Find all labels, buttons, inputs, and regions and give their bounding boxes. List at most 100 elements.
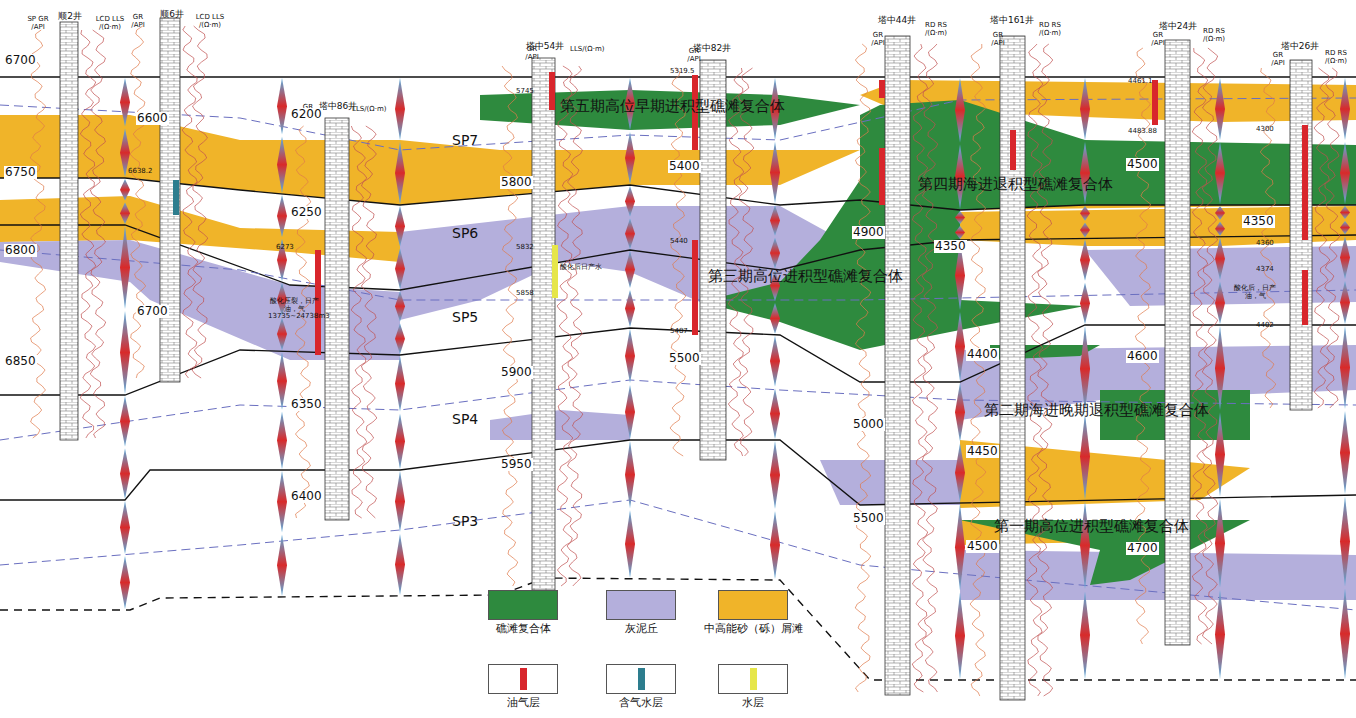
cycle-spindle <box>1340 142 1350 204</box>
cycle-spindle <box>770 205 780 236</box>
cycle-spindle <box>1080 501 1090 589</box>
cycle-spindle <box>395 142 405 204</box>
well-column <box>60 22 78 440</box>
well-column <box>1290 60 1312 410</box>
well-column <box>160 18 180 382</box>
test-depth: 4461.1 <box>1128 78 1153 86</box>
sequence-boundary <box>0 225 1356 290</box>
test-result: 酸化压裂，日产油，气13735~24738m3 <box>268 298 320 321</box>
well-name: 顺2井 <box>58 12 82 22</box>
cycle-spindle <box>395 534 405 595</box>
test-depth: 4402 <box>1256 322 1274 330</box>
cycle-spindle <box>277 534 287 595</box>
depth-number: 6400 <box>290 490 323 503</box>
facies-body <box>490 410 630 440</box>
depth-number: 4350 <box>1242 215 1275 228</box>
depth-number: 6600 <box>136 112 169 125</box>
dashed-boundary <box>0 500 1356 610</box>
log-curve <box>90 30 106 438</box>
depth-number: 4600 <box>1126 350 1159 363</box>
cycle-spindle <box>1080 142 1090 204</box>
log-header: RD RS /(Ω·m) <box>918 22 954 37</box>
depth-number: 4350 <box>934 240 967 253</box>
log-header: GR /API <box>682 48 706 63</box>
cycle-spindle <box>625 132 635 184</box>
cycle-spindle <box>277 78 287 134</box>
cycle-spindle <box>1340 78 1350 140</box>
well-name: 塔中26井 <box>1281 42 1319 52</box>
well-name: 塔中24井 <box>1159 22 1197 32</box>
legend-swatch <box>488 590 558 620</box>
sequence-label: SP3 <box>452 514 478 529</box>
depth-number: 6700 <box>4 54 37 67</box>
log-header: LLS/(Ω·m) <box>352 106 386 114</box>
test-depth: 6273 <box>276 244 294 252</box>
depth-number: 5400 <box>668 160 701 173</box>
test-interval <box>549 72 555 110</box>
sequence-boundary <box>0 178 1356 210</box>
test-depth: 4374 <box>1256 266 1274 274</box>
sequence-label: SP7 <box>452 133 478 148</box>
log-header: GR /API <box>520 46 544 61</box>
cycle-spindle <box>1340 206 1350 219</box>
cycle-spindle <box>1215 238 1225 280</box>
cycle-spindle <box>1340 236 1350 279</box>
legend-sample <box>606 664 676 694</box>
cycle-spindle <box>770 336 780 387</box>
cycle-spindle <box>395 206 405 247</box>
well-name: 塔中86井 <box>319 102 357 112</box>
well-name: 顺6井 <box>160 10 184 20</box>
log-header: GR /API <box>986 32 1010 47</box>
well-name: 塔中161井 <box>990 16 1034 26</box>
log-header: RD RS /(Ω·m) <box>1318 50 1354 65</box>
test-depth: 5745 <box>516 88 534 96</box>
depth-number: 4500 <box>966 540 999 553</box>
cycle-spindle <box>1340 496 1350 586</box>
log-curve <box>192 26 208 378</box>
log-curve <box>970 44 986 696</box>
log-header: GR /API <box>1146 32 1170 47</box>
cycle-spindle <box>395 356 405 412</box>
cycle-spindle <box>955 592 965 679</box>
cycle-spindle <box>120 203 130 225</box>
test-interval <box>879 148 885 205</box>
cycle-spindle <box>955 443 965 501</box>
log-curve <box>1260 68 1276 408</box>
cycle-spindle <box>120 396 130 447</box>
cycle-spindle <box>955 504 965 591</box>
cycle-spindle <box>770 511 780 579</box>
log-header: GR /API <box>1266 52 1290 67</box>
legend-text: 中高能砂（砾）屑滩 <box>704 623 803 635</box>
depth-number: 6200 <box>290 108 323 121</box>
log-curve <box>1027 44 1043 696</box>
legend-swatch <box>718 590 788 620</box>
depth-number: 6750 <box>4 166 37 179</box>
complex-label: 第一期高位进积型礁滩复合体 <box>994 518 1189 535</box>
cycle-spindle <box>955 211 965 224</box>
sequence-boundary <box>0 440 1356 505</box>
facies-body <box>0 115 860 205</box>
depth-number: 6800 <box>4 244 37 257</box>
cycle-spindle <box>625 510 635 577</box>
facies-body <box>700 100 1356 350</box>
depth-number: 5000 <box>852 418 885 431</box>
log-curve <box>1314 68 1330 408</box>
dashed-boundary <box>0 250 1356 300</box>
cycle-spindle <box>770 303 780 334</box>
cycle-spindle <box>277 195 287 237</box>
cycle-spindle <box>955 383 965 441</box>
depth-number: 5800 <box>500 176 533 189</box>
cycle-spindle <box>120 556 130 609</box>
cycle-spindle <box>120 501 130 554</box>
cycle-spindle <box>625 441 635 508</box>
sequence-label: SP5 <box>452 310 478 325</box>
log-curve <box>1324 68 1340 408</box>
legend-text: 油气层 <box>507 697 540 709</box>
cycle-spindle <box>955 312 965 381</box>
cycle-spindle <box>395 249 405 290</box>
cycle-spindle <box>277 471 287 532</box>
log-header: GR /API <box>126 14 150 29</box>
dashed-boundary <box>0 380 1356 440</box>
cycle-spindle <box>1215 206 1225 220</box>
